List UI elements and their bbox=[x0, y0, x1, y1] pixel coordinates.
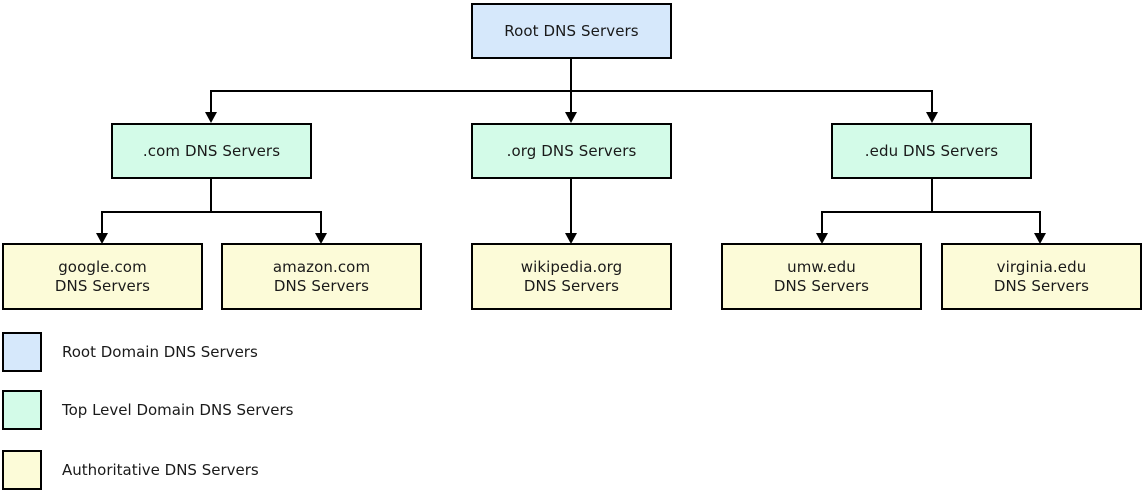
node-umw-edu-dns-servers[interactable]: umw.edu DNS Servers bbox=[721, 243, 922, 310]
arrowhead-org-to-wikipedia bbox=[565, 233, 577, 244]
edge-edu-to-umw bbox=[821, 211, 823, 234]
legend-label-root: Root Domain DNS Servers bbox=[62, 343, 258, 361]
edge-com-bus bbox=[101, 211, 322, 213]
edge-root-to-edu bbox=[931, 90, 933, 113]
legend-swatch-tld bbox=[2, 390, 42, 430]
edge-root-stub bbox=[570, 58, 572, 91]
node-label: google.com DNS Servers bbox=[54, 257, 151, 295]
node-label: Root DNS Servers bbox=[504, 21, 639, 40]
node-org-dns-servers[interactable]: .org DNS Servers bbox=[471, 123, 672, 179]
node-root-dns-servers[interactable]: Root DNS Servers bbox=[471, 3, 672, 59]
legend-swatch-root bbox=[2, 332, 42, 372]
edge-edu-stub bbox=[931, 179, 933, 212]
edge-com-to-amazon bbox=[320, 211, 322, 234]
node-google-com-dns-servers[interactable]: google.com DNS Servers bbox=[2, 243, 203, 310]
arrowhead-edu-to-umw bbox=[816, 233, 828, 244]
arrowhead-edu-to-virginia bbox=[1034, 233, 1046, 244]
arrowhead-com-to-google bbox=[96, 233, 108, 244]
edge-root-to-com bbox=[210, 90, 212, 113]
node-virginia-edu-dns-servers[interactable]: virginia.edu DNS Servers bbox=[941, 243, 1142, 310]
node-label: amazon.com DNS Servers bbox=[272, 257, 371, 295]
arrowhead-root-to-com bbox=[205, 112, 217, 123]
legend-label-tld: Top Level Domain DNS Servers bbox=[62, 401, 294, 419]
edge-edu-bus bbox=[821, 211, 1040, 213]
arrowhead-root-to-org bbox=[565, 112, 577, 123]
node-label: umw.edu DNS Servers bbox=[773, 257, 870, 295]
node-amazon-com-dns-servers[interactable]: amazon.com DNS Servers bbox=[221, 243, 422, 310]
node-edu-dns-servers[interactable]: .edu DNS Servers bbox=[831, 123, 1032, 179]
edge-com-to-google bbox=[101, 211, 103, 234]
node-label: .edu DNS Servers bbox=[864, 141, 999, 160]
node-com-dns-servers[interactable]: .com DNS Servers bbox=[111, 123, 312, 179]
edge-edu-to-virginia bbox=[1039, 211, 1041, 234]
node-label: wikipedia.org DNS Servers bbox=[520, 257, 623, 295]
node-label: .com DNS Servers bbox=[142, 141, 281, 160]
arrowhead-com-to-amazon bbox=[315, 233, 327, 244]
legend-swatch-authoritative bbox=[2, 450, 42, 490]
node-label: virginia.edu DNS Servers bbox=[993, 257, 1090, 295]
edge-org-to-wikipedia bbox=[570, 179, 572, 234]
node-label: .org DNS Servers bbox=[506, 141, 637, 160]
arrowhead-root-to-edu bbox=[926, 112, 938, 123]
edge-root-to-org bbox=[570, 90, 572, 113]
legend-label-authoritative: Authoritative DNS Servers bbox=[62, 461, 259, 479]
edge-com-stub bbox=[210, 179, 212, 212]
node-wikipedia-org-dns-servers[interactable]: wikipedia.org DNS Servers bbox=[471, 243, 672, 310]
